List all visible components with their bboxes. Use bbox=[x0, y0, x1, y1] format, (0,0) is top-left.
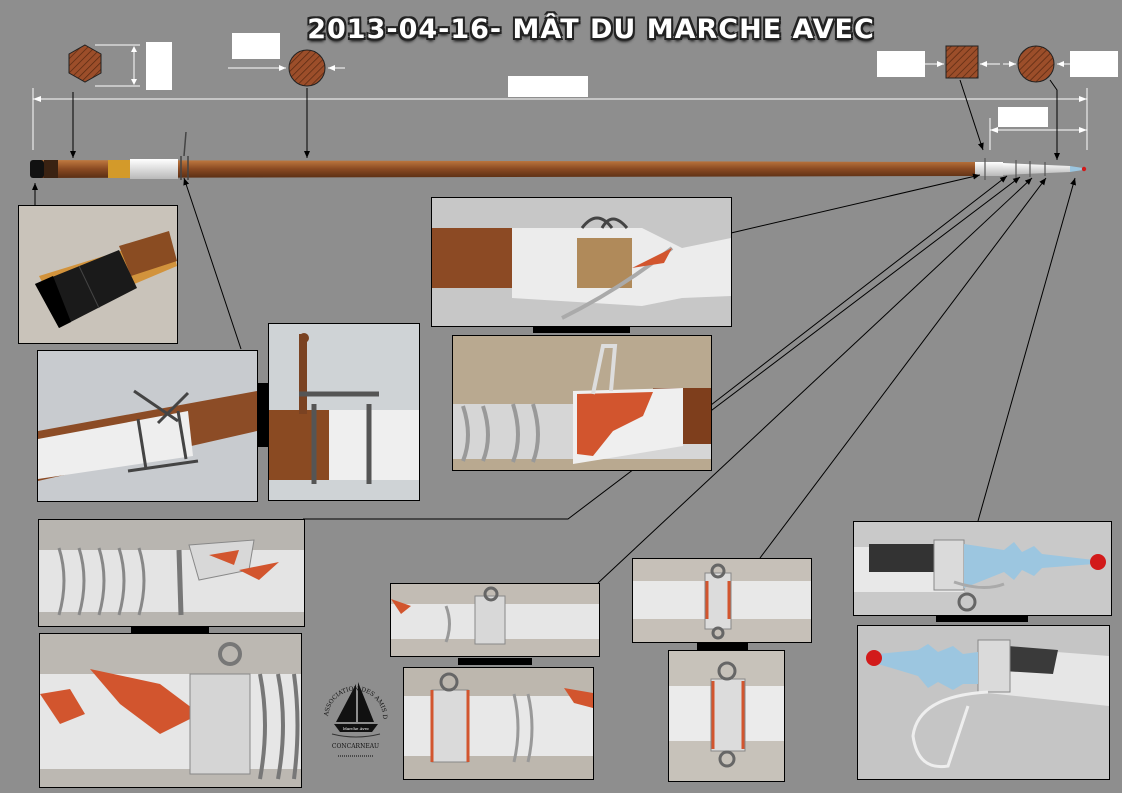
length-dimension-label bbox=[508, 76, 588, 97]
association-logo: ASSOCIATION DES AMIS DU MARCHE AVEC Marc… bbox=[315, 655, 393, 762]
logo-boat-name: Marche Avec bbox=[343, 726, 370, 731]
photo-lower-collar-detail bbox=[268, 323, 420, 501]
photo-clip-band-2 bbox=[632, 558, 812, 643]
scale-bar bbox=[697, 643, 748, 650]
photo-clip-band-1-close bbox=[403, 667, 594, 780]
scale-bar bbox=[131, 627, 209, 634]
logo-bottom-text: CONCARNEAU bbox=[332, 743, 379, 750]
photo-rope-clip-close bbox=[39, 633, 302, 788]
photo-mast-tip-left bbox=[857, 625, 1110, 780]
tip-round-dimension-label bbox=[1070, 51, 1118, 77]
square-section-icon bbox=[945, 45, 979, 79]
tip-round-section-icon bbox=[1017, 45, 1055, 83]
scale-bar bbox=[257, 383, 269, 447]
round-section-icon bbox=[288, 49, 326, 87]
photo-middle-collar-lead bbox=[452, 335, 712, 471]
hexagon-section-icon bbox=[68, 44, 102, 83]
scale-bar bbox=[458, 658, 532, 665]
scale-bar bbox=[533, 326, 630, 333]
photo-mast-tip-right bbox=[853, 521, 1112, 616]
sailboat-icon bbox=[331, 682, 381, 738]
photo-clip-band-2-close bbox=[668, 650, 785, 782]
square-dimension-label bbox=[877, 51, 925, 77]
round-dimension-label bbox=[232, 33, 280, 59]
page-title: 2013-04-16- MÂT DU MARCHE AVEC bbox=[307, 14, 875, 45]
tip-length-dimension-label bbox=[998, 107, 1048, 127]
scale-bar bbox=[936, 615, 1028, 622]
photo-mast-heel bbox=[18, 205, 178, 344]
mast bbox=[30, 131, 1087, 180]
hexagon-dimension-label bbox=[146, 42, 172, 90]
photo-rope-clip bbox=[38, 519, 305, 627]
photo-lower-collar-side bbox=[37, 350, 258, 502]
photo-upper-collar-square bbox=[431, 197, 732, 327]
photo-clip-band-1 bbox=[390, 583, 600, 657]
